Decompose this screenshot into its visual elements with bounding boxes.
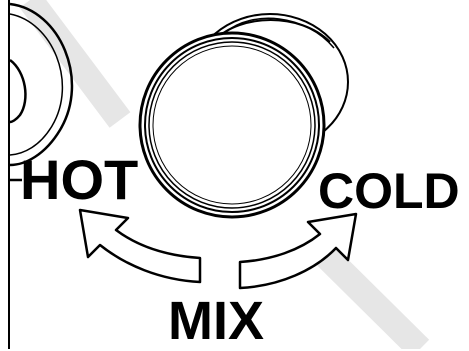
arrow-toward-cold-icon — [238, 212, 358, 290]
hot-knob-partial — [9, 2, 74, 182]
hot-label: HOT — [20, 148, 139, 211]
mix-label: MIX — [168, 291, 265, 351]
arrow-toward-hot-icon — [78, 208, 202, 284]
mix-knob — [138, 13, 349, 219]
cold-label: COLD — [318, 163, 460, 219]
